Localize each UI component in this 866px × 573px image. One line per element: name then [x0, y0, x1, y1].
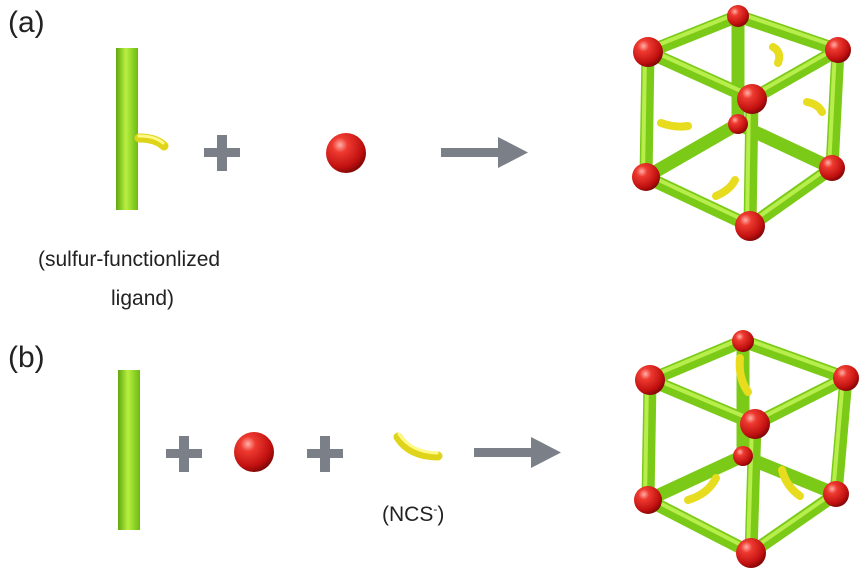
- reaction-arrow-icon: [441, 137, 528, 168]
- plus-sign-icon: [166, 436, 202, 472]
- ligand-rod-icon: [116, 48, 138, 210]
- metal-ion-icon: [326, 133, 366, 173]
- ligand-caption-line1: (sulfur-functionlized: [38, 248, 220, 271]
- plus-sign-icon: [204, 135, 240, 171]
- product-cage-b: [634, 330, 859, 568]
- reaction-arrow-icon: [474, 437, 561, 468]
- product-cage-a: [632, 5, 851, 241]
- ncs-caption: (NCS-): [382, 502, 444, 526]
- panel-b-label: (b): [8, 341, 45, 374]
- panel-a-label: (a): [8, 6, 45, 39]
- sulfur-functionalized-ligand: [116, 48, 169, 210]
- ligand-caption-line2: ligand): [111, 287, 174, 310]
- ligand-rod-icon: [118, 370, 140, 530]
- thiocyanate-anion-icon: [393, 432, 443, 461]
- sulfur-arm-icon: [134, 133, 169, 151]
- metal-ion-icon: [234, 432, 274, 472]
- plus-sign-icon: [307, 436, 343, 472]
